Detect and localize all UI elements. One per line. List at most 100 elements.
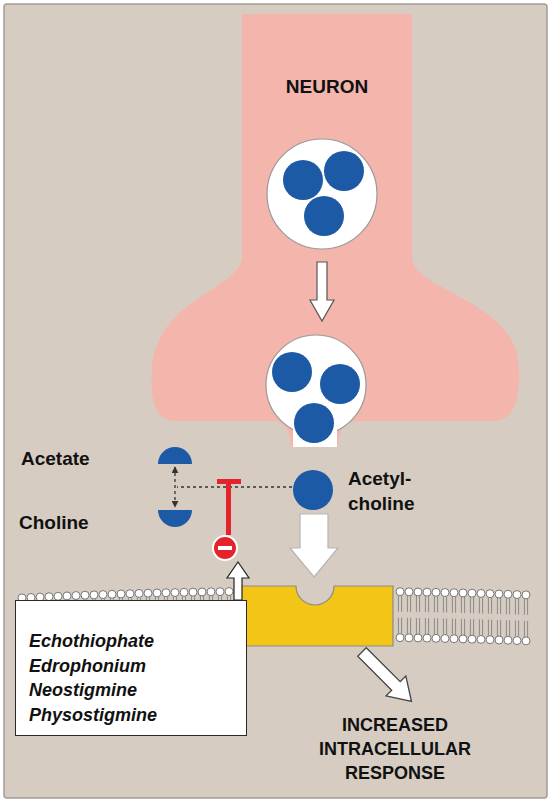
lipid-tail	[488, 620, 489, 636]
lipid-head	[495, 636, 503, 644]
lipid-head	[162, 589, 170, 597]
lipid-head	[171, 589, 179, 597]
lipid-tail	[428, 596, 429, 612]
lipid-head	[423, 634, 431, 642]
lipid-head	[477, 635, 485, 643]
transport-arrow	[310, 262, 334, 321]
lipid-head	[468, 589, 476, 597]
acetylcholine-dot	[324, 151, 364, 191]
storage-vesicle	[267, 139, 377, 249]
lipid-tail	[416, 596, 417, 612]
lipid-tail	[455, 597, 456, 613]
inhibition-bar	[217, 479, 241, 484]
minus-circle	[213, 536, 237, 560]
acetylcholine-dot	[320, 364, 360, 404]
lipid-head	[405, 588, 413, 596]
lipid-tail	[461, 619, 462, 635]
lipid-tail	[407, 618, 408, 634]
inhibition-stem	[226, 479, 231, 535]
acetylcholine-dot	[304, 196, 344, 236]
hydrolysis-line	[177, 486, 292, 487]
lipid-tail	[464, 619, 465, 635]
vesicle-membrane	[267, 139, 377, 249]
lipid-tail	[452, 597, 453, 613]
lipid-tail	[398, 596, 399, 612]
binding-arrow	[290, 514, 338, 577]
lipid-head	[522, 637, 530, 645]
lipid-tail	[497, 620, 498, 636]
neuron-label: NEURON	[252, 76, 402, 98]
phospholipid-pair	[522, 591, 530, 645]
acetylcholine-molecule: Acetyl- choline	[293, 466, 428, 518]
lipid-tail	[518, 621, 519, 637]
phospholipid-pair	[486, 590, 494, 644]
lipid-head	[432, 588, 440, 596]
lipid-tail	[497, 598, 498, 614]
phospholipid-pair	[504, 590, 512, 644]
acetylcholine-dot	[283, 160, 323, 200]
phospholipid-pair	[513, 591, 521, 645]
lipid-tail	[527, 599, 528, 615]
lipid-head	[216, 588, 224, 596]
lipid-head	[432, 634, 440, 642]
lipid-head	[72, 592, 80, 600]
lipid-tail	[500, 620, 501, 636]
neuron-shape	[152, 14, 519, 447]
lipid-tail	[416, 618, 417, 634]
phospholipid-pair	[450, 589, 458, 643]
phospholipid-pair	[459, 589, 467, 643]
acetylcholine-dot	[272, 352, 312, 392]
vesicle-opening	[293, 400, 337, 447]
response-label: INCREASED INTRACELLULAR RESPONSE	[310, 713, 480, 785]
lipid-tail	[443, 619, 444, 635]
lipid-tail	[401, 596, 402, 612]
lipid-tail	[461, 597, 462, 613]
lipid-head	[396, 588, 404, 596]
lipid-head	[522, 591, 530, 599]
lipid-tail	[491, 620, 492, 636]
drug-list-box: EchothiophateEdrophoniumNeostigminePhyso…	[15, 600, 247, 736]
lipid-tail	[509, 598, 510, 614]
lipid-head	[504, 590, 512, 598]
lipid-head	[144, 589, 152, 597]
lipid-tail	[515, 621, 516, 637]
lipid-head	[81, 591, 89, 599]
lipid-tail	[446, 619, 447, 635]
response-arrow-shape	[352, 642, 421, 711]
phospholipid-pair	[477, 589, 485, 643]
lipid-head	[207, 588, 215, 596]
acetylcholine-label: Acetyl- choline	[348, 466, 428, 516]
fusing-vesicle	[266, 335, 366, 447]
neuron-terminal: NEURON	[150, 12, 525, 452]
acetylcholine-dot	[293, 470, 333, 510]
minus-sign	[218, 546, 232, 550]
lipid-tail	[419, 596, 420, 612]
lipid-head	[414, 634, 422, 642]
lipid-head	[477, 589, 485, 597]
lipid-head	[396, 634, 404, 642]
lipid-tail	[515, 599, 516, 615]
lipid-tail	[464, 597, 465, 613]
lipid-tail	[524, 599, 525, 615]
lipid-tail	[479, 619, 480, 635]
lipid-tail	[452, 619, 453, 635]
lipid-head	[495, 590, 503, 598]
inhibition-symbol	[213, 479, 241, 560]
acetylcholine-dot	[294, 403, 334, 443]
lipid-tail	[482, 619, 483, 635]
phospholipid-pair	[468, 589, 476, 643]
lipid-head	[459, 635, 467, 643]
lipid-head	[513, 637, 521, 645]
connector-layer	[175, 467, 176, 507]
lipid-head	[135, 589, 143, 597]
lipid-head	[414, 588, 422, 596]
lipid-head	[126, 590, 134, 598]
choline-half	[158, 510, 192, 527]
phospholipid-pair	[495, 590, 503, 644]
lipid-tail	[401, 618, 402, 634]
lipid-tail	[434, 618, 435, 634]
phospholipid-pair	[432, 588, 440, 642]
lipid-tail	[437, 596, 438, 612]
lipid-head	[504, 636, 512, 644]
